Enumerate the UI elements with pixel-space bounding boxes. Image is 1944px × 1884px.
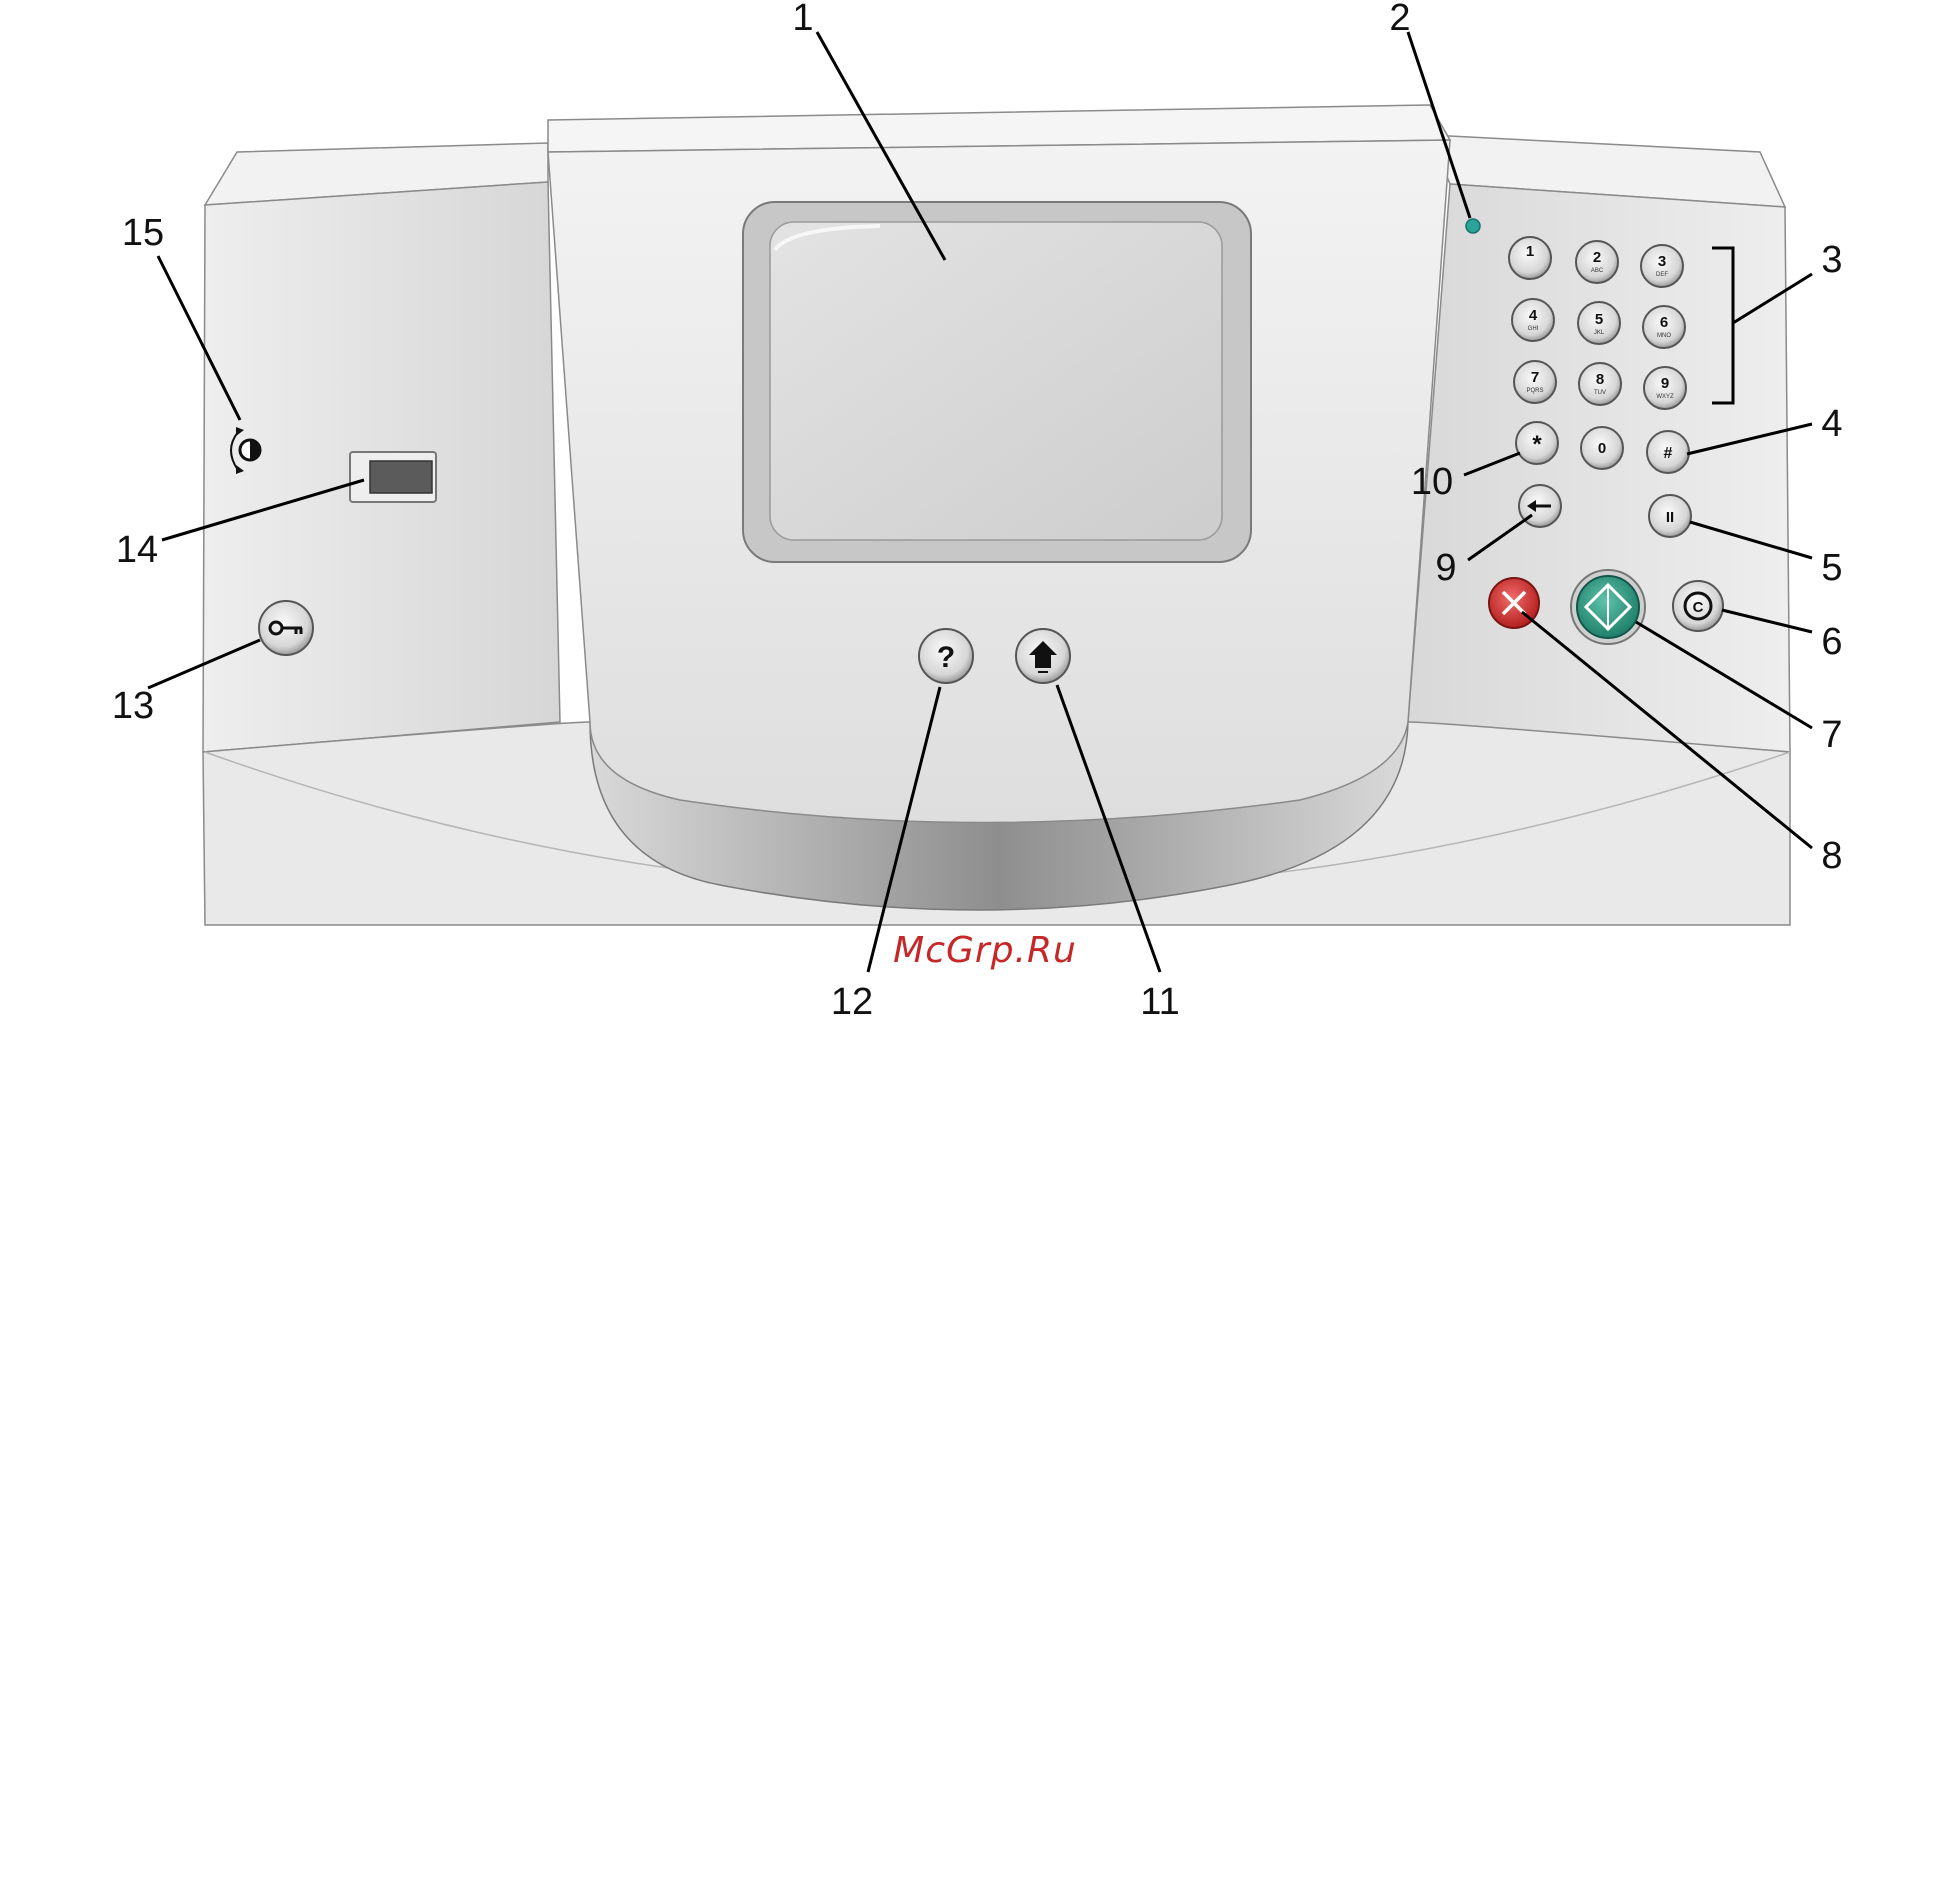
callout-1: 1: [792, 0, 813, 39]
callout-11: 11: [1140, 981, 1179, 1023]
key-6-letters: MNO: [1657, 333, 1671, 339]
key-7-digit: 7: [1531, 369, 1539, 386]
key-4-letters: GHI: [1528, 326, 1539, 332]
key-9-letters: WXYZ: [1656, 394, 1674, 400]
key-hash-symbol: #: [1664, 445, 1673, 462]
touch-screen[interactable]: [770, 222, 1222, 540]
callout-15: 15: [122, 212, 164, 254]
key-3-letters: DEF: [1656, 272, 1668, 278]
key-3-digit: 3: [1658, 253, 1666, 270]
key-8[interactable]: 8 TUV: [1579, 363, 1621, 405]
callout-7: 7: [1821, 714, 1842, 756]
key-star[interactable]: *: [1516, 422, 1558, 464]
key-4-digit: 4: [1529, 307, 1538, 324]
pause-button[interactable]: II: [1649, 495, 1691, 537]
callout-4: 4: [1821, 403, 1842, 445]
home-button[interactable]: [1016, 629, 1070, 683]
help-button[interactable]: ?: [919, 629, 973, 683]
key-5-letters: JKL: [1594, 330, 1605, 336]
key-star-symbol: *: [1532, 431, 1542, 458]
key-9-digit: 9: [1661, 375, 1669, 392]
callout-12: 12: [831, 981, 873, 1023]
usb-port[interactable]: [350, 452, 436, 502]
key-6-digit: 6: [1660, 314, 1668, 331]
key-6[interactable]: 6 MNO: [1643, 306, 1685, 348]
key-2[interactable]: 2 ABC: [1576, 241, 1618, 283]
callout-10: 10: [1411, 461, 1453, 503]
callout-8: 8: [1821, 835, 1842, 877]
start-button[interactable]: [1571, 570, 1645, 644]
callout-5: 5: [1821, 547, 1842, 589]
key-1[interactable]: 1: [1509, 237, 1551, 279]
key-9[interactable]: 9 WXYZ: [1644, 367, 1686, 409]
key-0-digit: 0: [1598, 440, 1606, 457]
callout-13: 13: [112, 685, 154, 727]
key-8-letters: TUV: [1594, 390, 1606, 396]
key-7[interactable]: 7 PQRS: [1514, 361, 1556, 403]
clear-button[interactable]: C: [1673, 581, 1723, 631]
key-4[interactable]: 4 GHI: [1512, 299, 1554, 341]
callout-2: 2: [1389, 0, 1410, 39]
watermark: McGrp.Ru: [893, 930, 1077, 971]
indicator-light: [1466, 219, 1480, 233]
key-1-digit: 1: [1526, 243, 1534, 260]
callout-3: 3: [1821, 239, 1842, 281]
key-8-digit: 8: [1596, 371, 1604, 388]
key-hash[interactable]: #: [1647, 431, 1689, 473]
key-0[interactable]: 0: [1581, 427, 1623, 469]
key-2-letters: ABC: [1591, 268, 1604, 274]
clear-symbol: C: [1693, 599, 1704, 616]
key-3[interactable]: 3 DEF: [1641, 245, 1683, 287]
help-question-mark: ?: [937, 641, 955, 674]
callout-9: 9: [1435, 547, 1456, 589]
key-5-digit: 5: [1595, 311, 1603, 328]
callout-6: 6: [1821, 621, 1842, 663]
key-2-digit: 2: [1593, 249, 1601, 266]
callout-14: 14: [116, 529, 158, 571]
key-5[interactable]: 5 JKL: [1578, 302, 1620, 344]
key-7-letters: PQRS: [1526, 388, 1543, 394]
pause-symbol: II: [1666, 509, 1674, 526]
lock-button[interactable]: [259, 601, 313, 655]
